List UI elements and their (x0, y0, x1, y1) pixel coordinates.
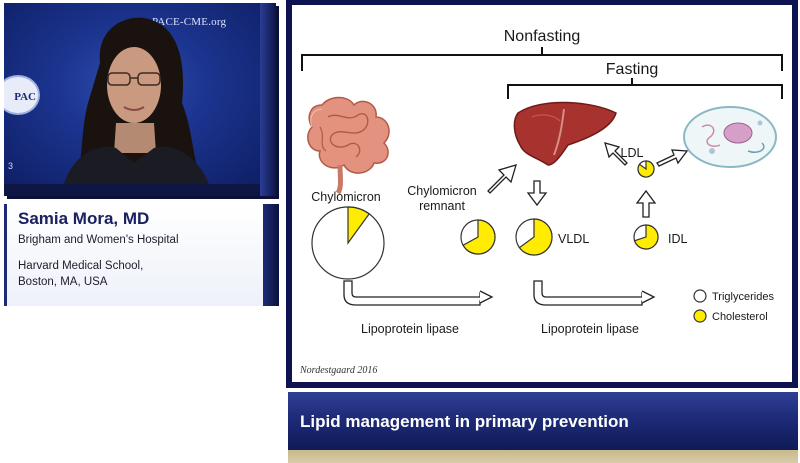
vldl-label: VLDL (558, 232, 589, 246)
particle-chylomicron (312, 207, 384, 279)
particle-chylomicron-remnant (461, 220, 495, 254)
arrow-idl-to-ldl (637, 191, 655, 217)
chylomicron-label: Chylomicron (311, 190, 381, 204)
speaker-affiliation-school: Harvard Medical School, (18, 260, 143, 272)
cell-icon (684, 107, 776, 167)
nonfasting-label: Nonfasting (504, 28, 581, 45)
legend-triglycerides-label: Triglycerides (712, 291, 774, 303)
remnant-label-line1: Chylomicron (407, 184, 477, 198)
lipoprotein-particles (312, 161, 658, 279)
particle-ldl (638, 161, 654, 177)
fasting-label: Fasting (606, 61, 658, 78)
lipase-arrow-1 (344, 281, 492, 305)
ldl-label: LDL (621, 146, 644, 160)
speaker-affiliation-hospital: Brigham and Women's Hospital (18, 234, 179, 246)
lipase-label-1: Lipoprotein lipase (361, 322, 459, 336)
slide-content: Nonfasting Fasting (292, 5, 792, 382)
speaker-figure (4, 3, 260, 184)
video-frame-bevel (260, 3, 276, 196)
title-bar-accent-strip (288, 450, 798, 463)
liver-icon (514, 102, 616, 165)
legend-cholesterol-label: Cholesterol (712, 311, 768, 323)
speaker-video: PACE-CME.org PAC 3 (4, 3, 276, 196)
arrow-ldl-to-cell (657, 150, 687, 166)
nonfasting-bracket (302, 55, 782, 71)
slide-frame: Nonfasting Fasting (286, 0, 798, 388)
speaker-affiliation-location: Boston, MA, USA (18, 276, 107, 288)
lipase-label-2: Lipoprotein lipase (541, 322, 639, 336)
lecture-title: Lipid management in primary prevention (300, 412, 629, 432)
slide-citation: Nordestgaard 2016 (300, 365, 377, 376)
arrow-remnant-to-liver (488, 165, 516, 193)
fasting-bracket (508, 85, 782, 99)
speaker-name-card: Samia Mora, MD Brigham and Women's Hospi… (4, 204, 279, 306)
legend-cholesterol-swatch (694, 310, 706, 322)
lecture-title-bar: Lipid management in primary prevention (288, 392, 798, 450)
intestine-icon (308, 98, 389, 194)
speaker-name: Samia Mora, MD (18, 209, 149, 229)
lipoprotein-diagram: Nonfasting Fasting (292, 5, 792, 382)
lipase-arrow-2 (534, 281, 654, 305)
particle-vldl (516, 219, 552, 255)
arrow-liver-to-vldl (528, 181, 546, 205)
video-feed: PACE-CME.org PAC 3 (4, 3, 260, 184)
idl-label: IDL (668, 232, 688, 246)
legend-triglycerides-swatch (694, 290, 706, 302)
particle-idl (634, 225, 658, 249)
remnant-label-line2: remnant (419, 199, 465, 213)
legend: Triglycerides Cholesterol (694, 290, 774, 323)
name-card-bevel (263, 204, 279, 306)
